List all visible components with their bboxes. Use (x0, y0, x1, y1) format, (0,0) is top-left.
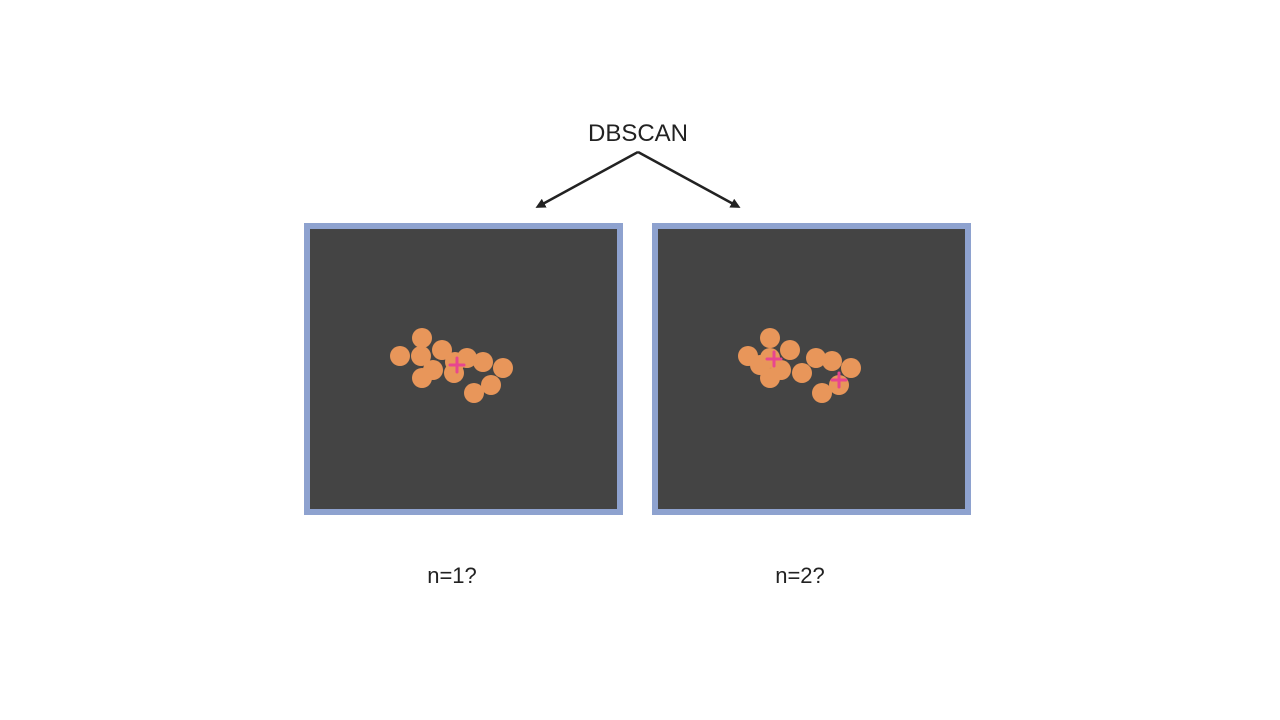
data-point (445, 352, 465, 372)
panel-left: n=1? (304, 223, 623, 588)
panel-right-frame (652, 223, 971, 515)
data-point (390, 346, 410, 366)
diagram-title: DBSCAN (588, 120, 688, 147)
data-point (822, 351, 842, 371)
panel-left-caption: n=1? (427, 563, 477, 588)
plus-marker-icon (448, 356, 466, 374)
data-point (806, 348, 826, 368)
arrow-left-icon (535, 150, 639, 208)
panel-left-points (390, 328, 513, 403)
data-point (412, 328, 432, 348)
data-point (493, 358, 513, 378)
data-point (432, 340, 452, 360)
data-point (481, 375, 501, 395)
data-point (412, 368, 432, 388)
panel-right: n=2? (652, 223, 971, 588)
plus-marker-icon (765, 350, 783, 368)
arrows (535, 150, 741, 208)
data-point (841, 358, 861, 378)
data-point (760, 328, 780, 348)
data-point (464, 383, 484, 403)
panel-right-caption: n=2? (775, 563, 825, 588)
arrow-right-icon (637, 150, 741, 208)
data-point (812, 383, 832, 403)
plus-marker-icon (830, 371, 848, 389)
data-point (411, 346, 431, 366)
data-point (792, 363, 812, 383)
data-point (473, 352, 493, 372)
data-point (780, 340, 800, 360)
panel-left-frame (304, 223, 623, 515)
data-point (750, 355, 770, 375)
